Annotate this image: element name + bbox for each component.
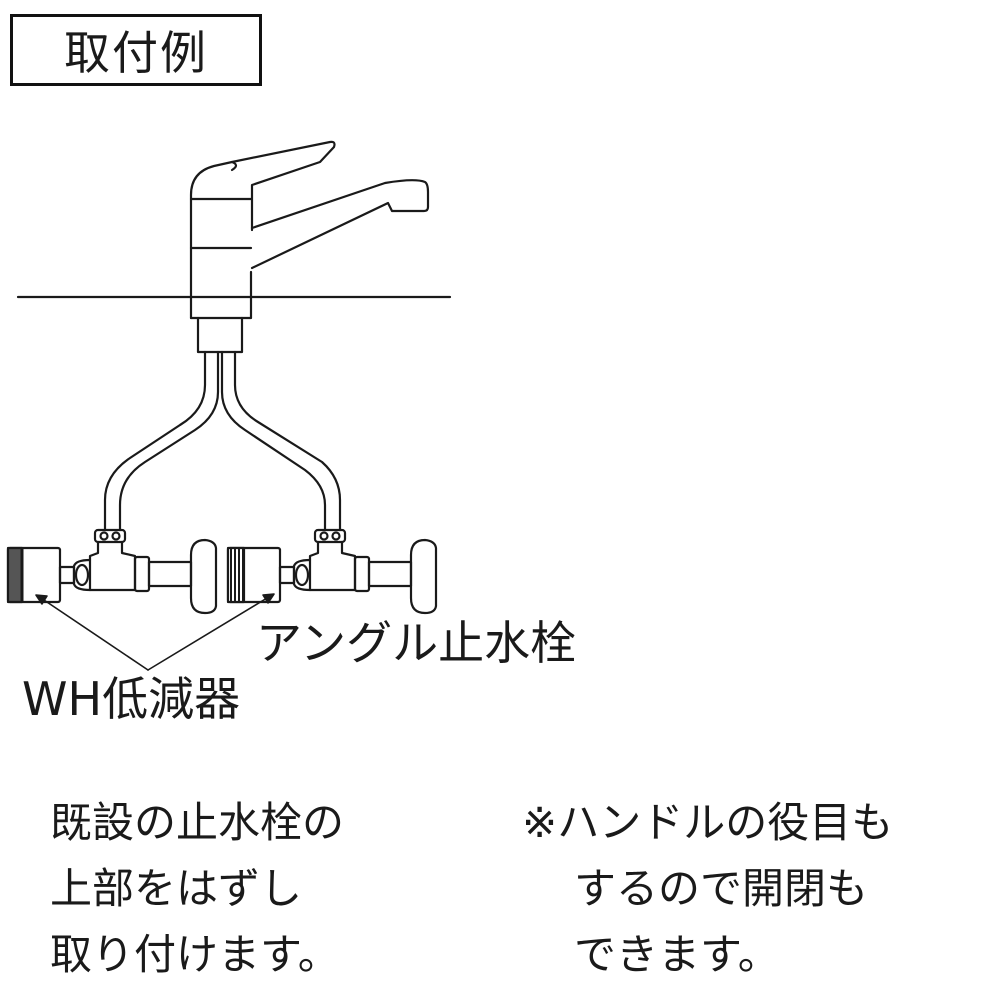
- note-left-line-1: 既設の止水栓の: [50, 798, 345, 847]
- wh-reducer-leader-arrows: [35, 593, 275, 671]
- wh-reducer-label: WH低減器: [22, 672, 241, 726]
- angle-valve-left: [58, 528, 218, 615]
- installation-note: 既設の止水栓の 上部をはずし 取り付けます。: [50, 790, 344, 988]
- note-right-line-3: できます。: [574, 930, 780, 979]
- single-lever-faucet: [189, 140, 430, 354]
- note-right-line-1: ※ハンドルの役目も: [522, 798, 894, 847]
- valve-handle-left: [189, 538, 218, 615]
- note-left-line-2: 上部をはずし: [50, 864, 303, 913]
- angle-valve-label: アングル止水栓: [256, 616, 577, 670]
- supply-hoses: [103, 350, 342, 532]
- note-right-line-2: するので開閉も: [574, 864, 869, 913]
- diagram-title: 取付例: [64, 26, 208, 80]
- wh-reducer-right: [226, 546, 282, 604]
- handle-note: ※ハンドルの役目も するので開閉も できます。: [522, 790, 893, 988]
- title-box: 取付例: [10, 14, 262, 86]
- faucet-base: [196, 316, 244, 354]
- wh-reducer-left: [6, 546, 62, 604]
- valve-handle-right: [409, 538, 438, 615]
- note-left-line-3: 取り付けます。: [50, 930, 340, 979]
- angle-valve-right: [278, 528, 438, 615]
